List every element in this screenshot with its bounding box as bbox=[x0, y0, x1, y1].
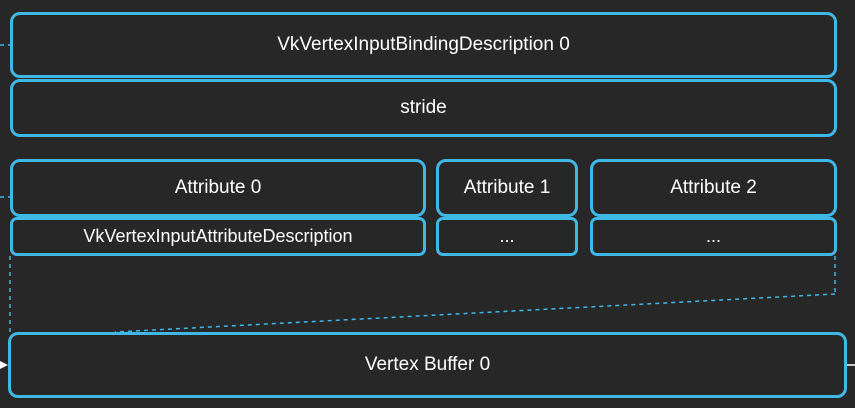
attribute-0-label: Attribute 0 bbox=[174, 177, 262, 198]
attribute-0-description-box: VkVertexInputAttributeDescription bbox=[10, 217, 426, 256]
attribute-1-description-box: ... bbox=[436, 217, 578, 256]
vertex-buffer-box: Vertex Buffer 0 bbox=[8, 332, 847, 398]
binding-description-title: VkVertexInputBindingDescription 0 bbox=[277, 34, 570, 55]
binding-description-box: VkVertexInputBindingDescription 0 bbox=[10, 12, 837, 78]
attribute-to-buffer-diagonal bbox=[114, 293, 836, 333]
buffer-incoming-arrow-icon bbox=[0, 361, 8, 369]
attribute-0-box: Attribute 0 bbox=[10, 159, 426, 217]
attribute-2-description: ... bbox=[705, 226, 721, 246]
stride-box: stride bbox=[10, 79, 837, 137]
attribute-2-label: Attribute 2 bbox=[670, 177, 757, 198]
vertex-buffer-label: Vertex Buffer 0 bbox=[364, 354, 491, 375]
attribute-1-description: ... bbox=[499, 226, 515, 246]
attribute-0-description: VkVertexInputAttributeDescription bbox=[83, 226, 353, 246]
attribute-2-description-box: ... bbox=[590, 217, 837, 256]
attribute-1-label: Attribute 1 bbox=[463, 177, 551, 198]
stride-label: stride bbox=[400, 97, 447, 118]
attribute-2-box: Attribute 2 bbox=[590, 159, 837, 217]
attribute-1-box: Attribute 1 bbox=[436, 159, 578, 217]
